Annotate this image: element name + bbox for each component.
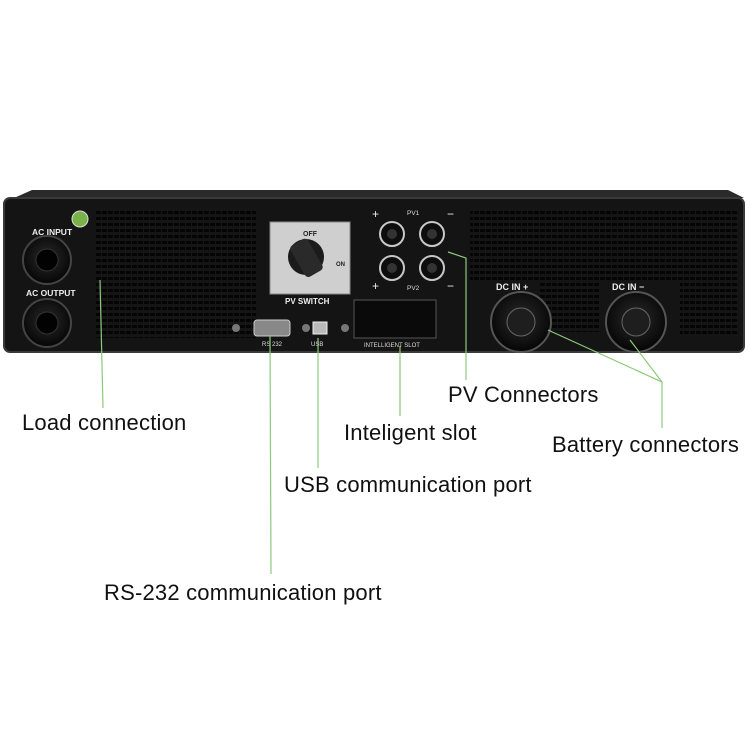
- usb-port[interactable]: [312, 321, 328, 335]
- vent-right-lower: [680, 280, 738, 336]
- dc-in-plus-core: [506, 307, 536, 337]
- pv2-label: PV2: [407, 285, 420, 292]
- rs232-screw-right: [302, 324, 310, 332]
- callout-load-connection: Load connection: [22, 410, 187, 435]
- callout-pv-connectors: PV Connectors: [448, 382, 599, 407]
- callout-inteligent-slot: Inteligent slot: [344, 420, 477, 445]
- ac-output-gland-core: [35, 311, 59, 335]
- pv-switch-handle: [290, 238, 323, 277]
- rs232-port[interactable]: [253, 319, 291, 337]
- usb-label: USB: [311, 342, 323, 348]
- dc-in-plus-label: DC IN +: [496, 282, 528, 292]
- pv-switch-on: ON: [336, 262, 345, 268]
- intelligent-slot[interactable]: [353, 299, 437, 339]
- ground-badge-icon: [71, 210, 89, 228]
- vent-left: [96, 208, 256, 338]
- ac-output-label: AC OUTPUT: [26, 288, 76, 298]
- ac-input-gland-core: [35, 248, 59, 272]
- vent-right: [470, 208, 738, 280]
- usb-screw: [341, 324, 349, 332]
- pv-minus-top: −: [447, 207, 454, 221]
- dc-in-minus-label: DC IN −: [612, 282, 644, 292]
- callout-rs232-port: RS-232 communication port: [104, 580, 382, 605]
- leader-pv: [447, 251, 467, 380]
- pv-switch-label: PV SWITCH: [285, 297, 330, 306]
- leader-load: [99, 279, 104, 409]
- leader-rs232: [269, 335, 272, 575]
- leader-battery-2: [629, 339, 663, 383]
- pv-minus-bottom: −: [447, 279, 454, 293]
- ac-input-label: AC INPUT: [32, 227, 73, 237]
- pv-connectors-group[interactable]: [379, 221, 445, 281]
- chassis-top: [14, 190, 744, 198]
- callout-usb-port: USB communication port: [284, 472, 532, 497]
- dc-in-minus-core: [621, 307, 651, 337]
- pv-plus-bottom: +: [372, 279, 379, 293]
- leader-lines: [99, 251, 663, 575]
- rs232-screw-left: [232, 324, 240, 332]
- pv-plus-top: +: [372, 207, 379, 221]
- intelligent-slot-label: INTELLIGENT SLOT: [364, 343, 420, 349]
- pv1-label: PV1: [407, 210, 420, 217]
- rs232-label: RS 232: [262, 342, 283, 348]
- callout-battery-connectors: Battery connectors: [552, 432, 740, 457]
- pv-switch-off: OFF: [303, 231, 318, 238]
